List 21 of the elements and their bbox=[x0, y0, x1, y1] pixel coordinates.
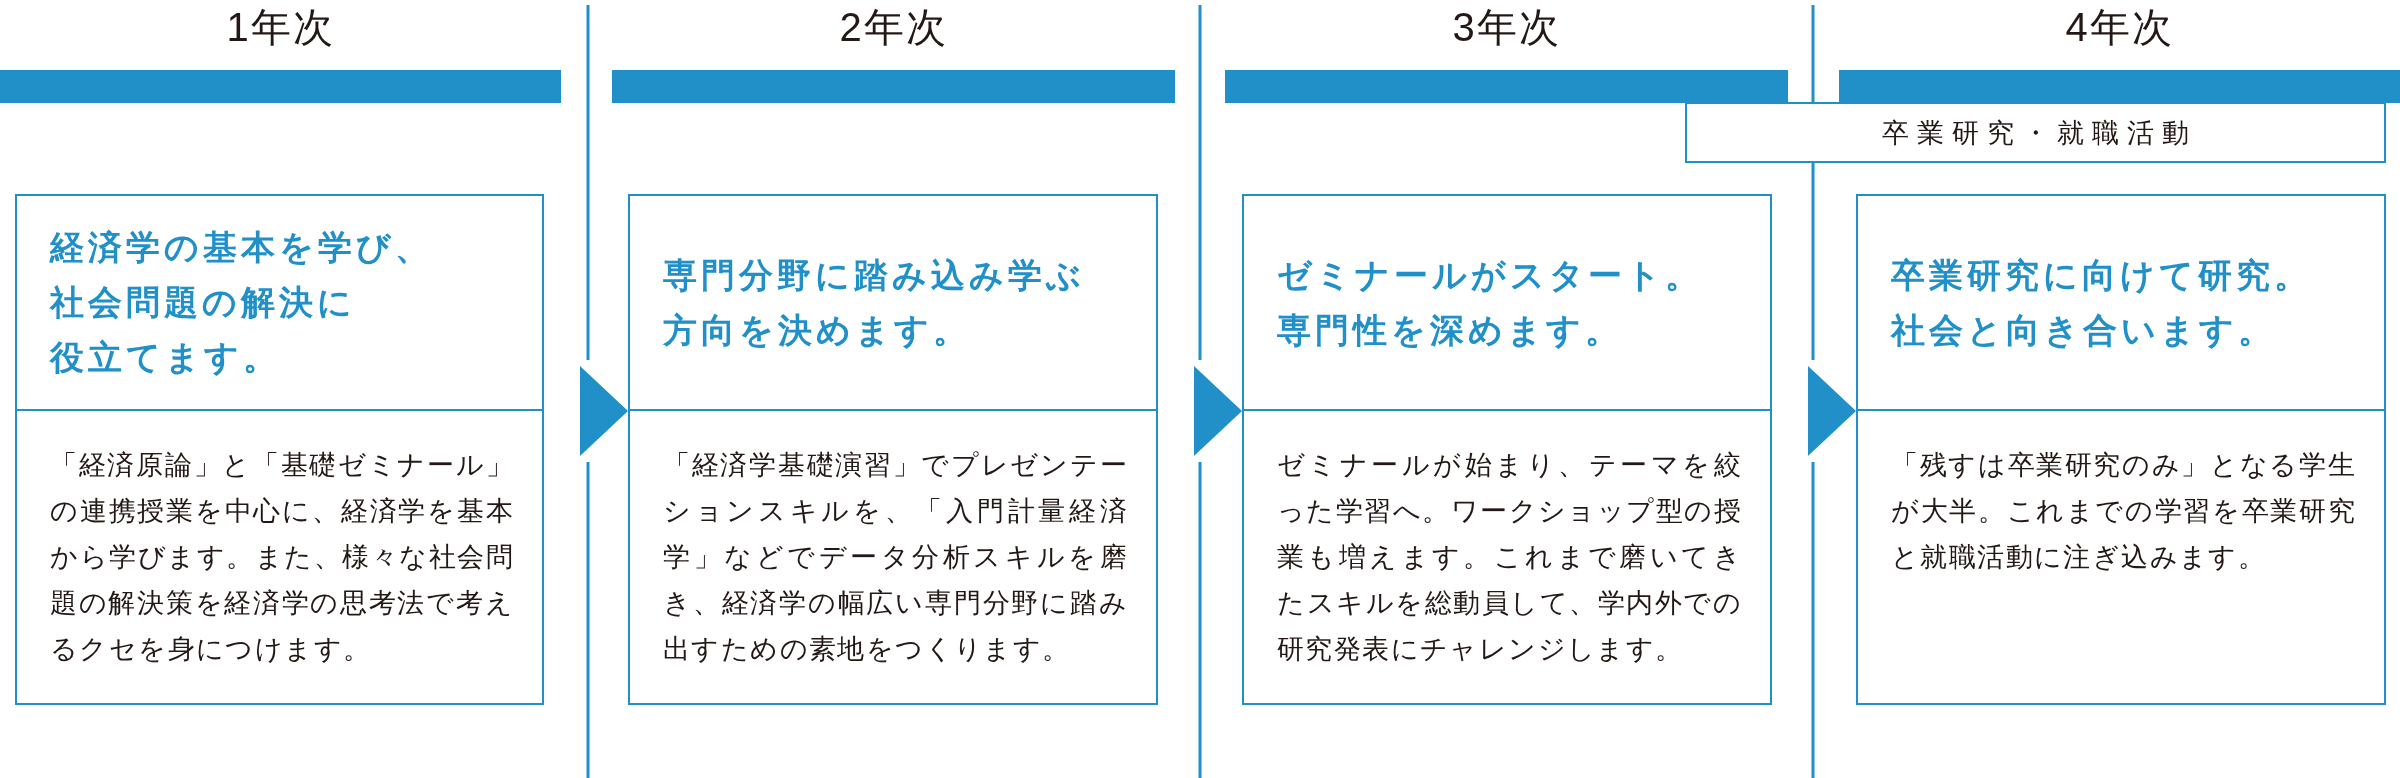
card-description: 「経済学基礎演習」でプレゼンテーションスキルを、「入門計量経済学」などでデータ分析スキルを磨き、経済学の幅広い専門分野に踏み出すための素地をつくります。 bbox=[663, 449, 1128, 666]
card-heading: ゼミナールがスタート。専門性を深めます。 bbox=[1277, 255, 1704, 351]
card-heading: 卒業研究に向けて研究。社会と向き合います。 bbox=[1891, 255, 2313, 351]
stage-card bbox=[1242, 194, 1772, 705]
arrow bbox=[1194, 366, 1242, 456]
year-label: 2年次 bbox=[839, 4, 948, 50]
card-description: ゼミナールが始まり、テーマを絞った学習へ。ワークショップ型の授業も増えます。これまで磨いてきたスキルを総動員して、学内外での研究発表にチャレンジします。 bbox=[1277, 449, 1742, 666]
stage-card bbox=[628, 194, 1158, 705]
stage-card bbox=[15, 194, 544, 705]
arrow bbox=[580, 366, 628, 456]
period-label: 卒業研究・就職活動 bbox=[1881, 116, 2197, 150]
period-box bbox=[1685, 102, 2386, 163]
year-label: 3年次 bbox=[1452, 4, 1561, 50]
stage-card bbox=[1856, 194, 2386, 705]
card-description: 「経済原論」と「基礎ゼミナール」の連携授業を中心に、経済学を基本から学びます。また、様々な社会問題の解決策を経済学の思考法で考えるクセを身につけます。 bbox=[50, 449, 514, 666]
card-description: 「残すは卒業研究のみ」となる学生が大半。これまでの学習を卒業研究と就職活動に注ぎ込みます。 bbox=[1891, 449, 2356, 574]
arrow bbox=[1808, 366, 1856, 456]
year-label: 1年次 bbox=[226, 4, 335, 50]
year-label: 4年次 bbox=[2065, 4, 2174, 50]
card-heading: 専門分野に踏み込み学ぶ方向を決めます。 bbox=[663, 255, 1086, 351]
card-heading: 経済学の基本を学び、社会問題の解決に役立てます。 bbox=[50, 228, 434, 378]
